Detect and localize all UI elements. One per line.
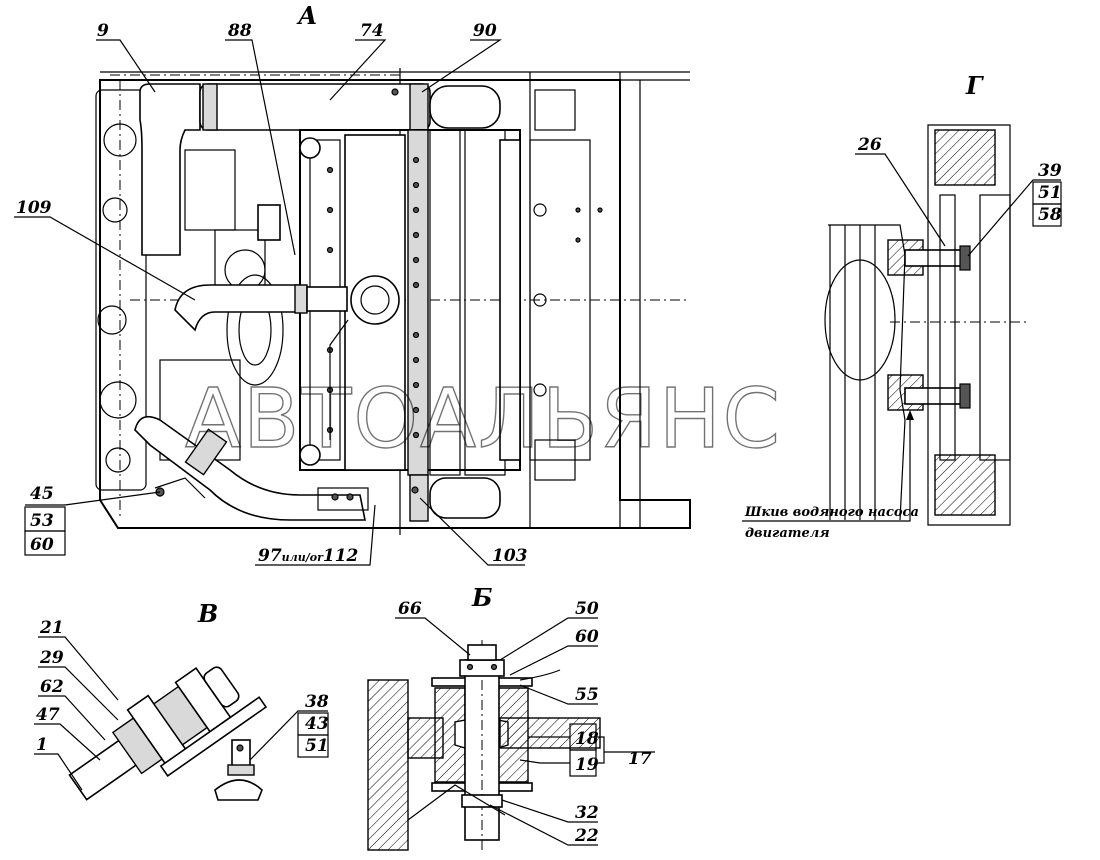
callout-45: 45 (30, 484, 54, 504)
watermark-text: АВТОАЛЬЯНС (185, 372, 782, 467)
callout-66: 66 (398, 599, 422, 619)
view-label-a: А (296, 1, 318, 30)
view-label-v: В (197, 599, 218, 628)
callout-51-v: 51 (305, 736, 329, 756)
callout-97-number: 97или/or112 (258, 546, 359, 566)
callout-55: 55 (575, 685, 599, 705)
callout-38: 38 (305, 692, 329, 712)
view-a-callouts: А 9 88 74 90 109 45 53 60 97или/or112 10… (14, 1, 528, 566)
view-b-section: Б 66 50 60 55 18 19 1 (367, 583, 655, 851)
callout-18: 18 (575, 729, 599, 749)
callout-74: 74 (360, 21, 384, 41)
callout-21: 21 (39, 618, 64, 638)
callout-60: 60 (30, 535, 54, 555)
callout-9: 9 (97, 21, 109, 41)
callout-62: 62 (40, 677, 64, 697)
callout-43: 43 (305, 714, 329, 734)
callout-58: 58 (1038, 205, 1062, 225)
callout-109: 109 (16, 198, 52, 218)
callout-103: 103 (492, 546, 528, 566)
callout-17: 17 (628, 749, 652, 769)
callout-1: 1 (36, 735, 48, 755)
callout-19: 19 (575, 755, 599, 775)
callout-53: 53 (30, 511, 54, 531)
note-water-pump-pulley: Шкив водяного насоса (744, 505, 919, 520)
callout-26: 26 (857, 135, 882, 155)
callout-51: 51 (1038, 183, 1062, 203)
view-a-assembly (95, 68, 691, 535)
note-engine: двигателя (745, 526, 830, 541)
callout-39: 39 (1038, 161, 1062, 181)
callout-50: 50 (575, 599, 599, 619)
callout-29: 29 (39, 648, 64, 668)
callout-32: 32 (575, 803, 599, 823)
view-label-g: Г (965, 71, 984, 100)
callout-88: 88 (227, 21, 252, 41)
view-v-detail: В 21 29 62 47 1 38 43 51 (34, 599, 329, 801)
callout-90: 90 (473, 21, 497, 41)
callout-47: 47 (36, 705, 60, 725)
callout-22: 22 (574, 826, 599, 846)
callout-60-b: 60 (575, 627, 599, 647)
view-label-b: Б (471, 583, 493, 612)
view-g-section: Г 26 39 51 58 Шкив водяного насоса двига… (742, 71, 1062, 541)
